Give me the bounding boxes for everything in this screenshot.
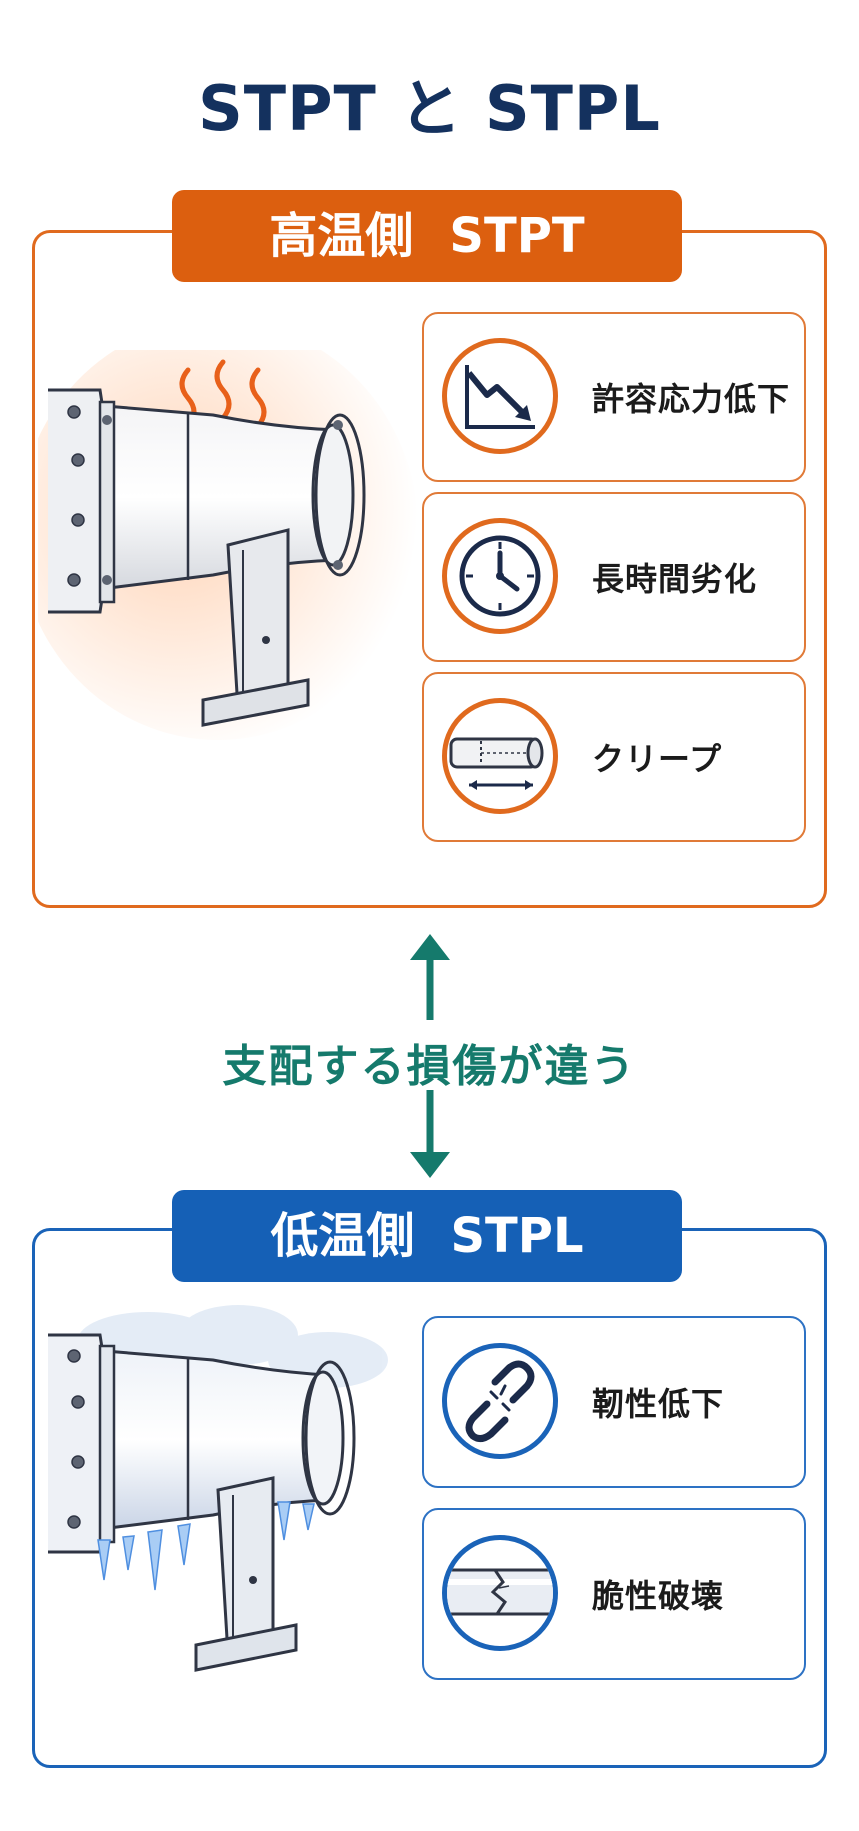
broken-chain-icon: [442, 1343, 558, 1459]
hot-item-card-2: 長時間劣化: [422, 492, 806, 662]
cracked-pipe-icon: [442, 1535, 558, 1651]
low-temp-banner: 低温側 STPL: [172, 1190, 682, 1282]
pipe-stretch-icon: [442, 698, 558, 814]
cold-item-label-2: 脆性破壊: [592, 1577, 725, 1615]
hot-item-label-3: クリープ: [592, 740, 723, 778]
low-temp-banner-label: 低温側: [270, 1208, 415, 1264]
damage-difference-text: 支配する損傷が違う: [222, 1041, 637, 1092]
hot-item-card-3: クリープ: [422, 672, 806, 842]
cold-item-card-1: 靭性低下: [422, 1316, 806, 1488]
decline-chart-icon: [442, 338, 558, 454]
high-temp-banner-code: STPT: [449, 208, 585, 264]
high-temp-banner-label: 高温側: [269, 208, 414, 264]
cold-item-label-1: 靭性低下: [592, 1385, 725, 1423]
high-temp-banner: 高温側 STPT: [172, 190, 682, 282]
arrow-down-icon: [410, 1090, 450, 1178]
hot-item-card-1: 許容応力低下: [422, 312, 806, 482]
low-temp-banner-code: STPL: [450, 1208, 584, 1264]
page-title: STPT と STPL: [198, 72, 661, 145]
hot-item-label-2: 長時間劣化: [592, 560, 758, 598]
hot-item-label-1: 許容応力低下: [592, 380, 791, 418]
cold-item-card-2: 脆性破壊: [422, 1508, 806, 1680]
clock-icon: [442, 518, 558, 634]
arrow-up-icon: [410, 934, 450, 1020]
cold-pipe-illustration: [48, 1305, 388, 1672]
hot-pipe-illustration: [38, 350, 418, 740]
